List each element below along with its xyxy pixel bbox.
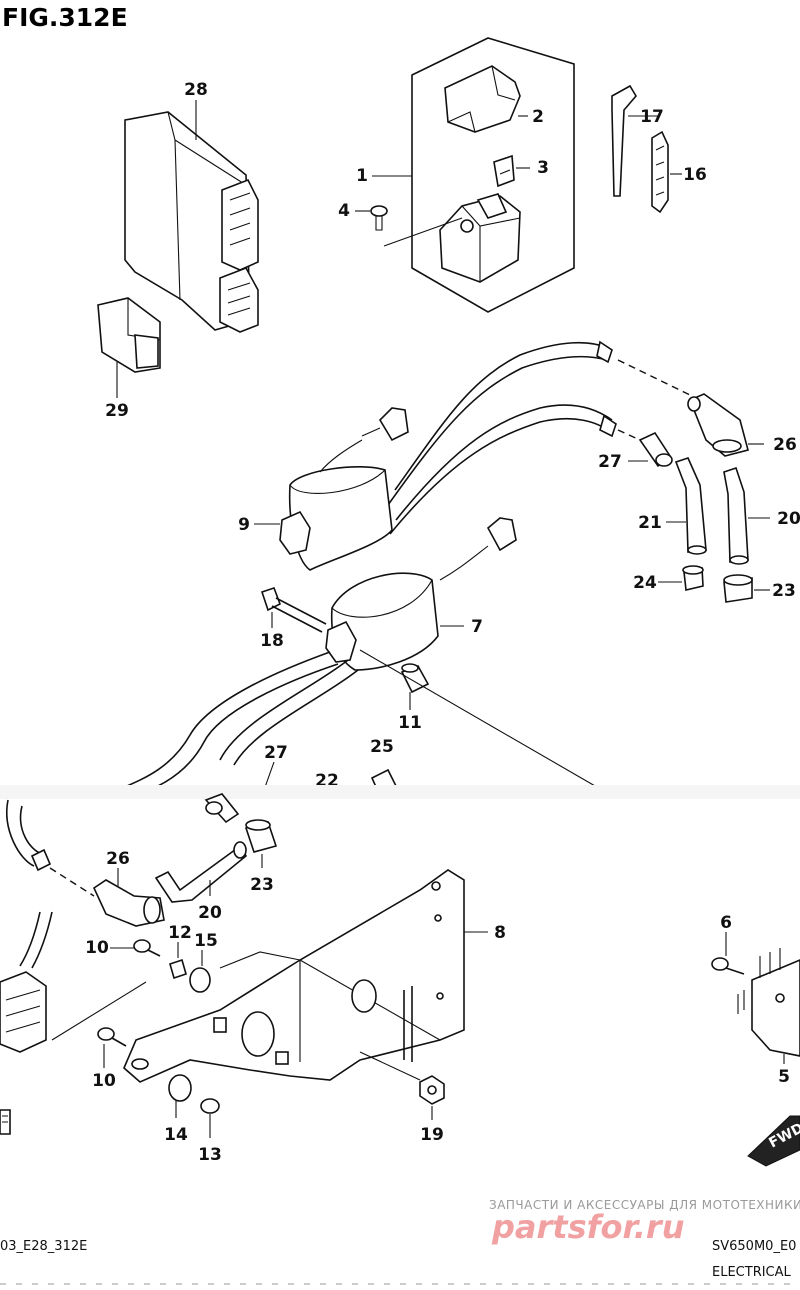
grommet-part-14[interactable] (168, 1074, 192, 1102)
callout-21: 21 (638, 513, 662, 533)
callout-20-upper: 20 (777, 509, 800, 529)
callout-2: 2 (532, 107, 544, 127)
callout-1: 1 (356, 166, 368, 186)
callout-27-lower: 27 (264, 743, 288, 763)
cap-part-23[interactable] (723, 574, 753, 603)
plug-boot-part-20-lower[interactable] (154, 841, 248, 903)
watermark-tagline: ЗАПЧАСТИ И АКСЕССУАРЫ ДЛЯ МОТОТЕХНИКИ (489, 1198, 800, 1212)
callout-25: 25 (370, 737, 394, 757)
callout-19: 19 (420, 1125, 444, 1145)
watermark-brand: partsfor.ru (491, 1208, 684, 1246)
footer-section: ELECTRICAL (712, 1265, 792, 1280)
footer-model-code: SV650M0_E0 (712, 1239, 796, 1254)
callout-23-lower: 23 (250, 875, 274, 895)
plug-cap-part-26[interactable] (687, 393, 749, 457)
dashed-guide-26-upper (617, 359, 691, 396)
seal-part-27[interactable] (638, 431, 673, 468)
reference-line-to-right (359, 649, 603, 791)
fwd-arrow: FWD (747, 1115, 800, 1167)
callout-12: 12 (168, 923, 192, 943)
bracket-guide-line (219, 951, 301, 969)
footer-left-code: 03_E28_312E (0, 1239, 87, 1254)
cable-tie-part-17[interactable] (611, 84, 637, 197)
bracket-part-8[interactable] (123, 869, 465, 1083)
collar-part-11[interactable] (400, 663, 430, 694)
plug-cap-part-26-lower[interactable] (92, 879, 165, 927)
figure-title: FIG.312E (2, 3, 128, 32)
callout-28: 28 (184, 80, 208, 100)
plug-boot-part-21[interactable] (674, 457, 707, 555)
wiring-harness-left[interactable] (0, 911, 53, 1053)
regulator-part-5[interactable] (737, 948, 800, 1057)
bolt-part-10-lower[interactable] (97, 1027, 127, 1047)
ecu-part-28[interactable] (124, 111, 259, 333)
callout-15: 15 (194, 931, 218, 951)
callout-4: 4 (338, 201, 350, 221)
callout-3: 3 (537, 158, 549, 178)
plug-boot-part-20[interactable] (723, 466, 749, 565)
cap-part-23-lower[interactable] (244, 819, 278, 853)
callout-29: 29 (105, 401, 129, 421)
bolt-part-6[interactable] (711, 957, 745, 975)
callout-17: 17 (640, 107, 664, 127)
callout-9: 9 (238, 515, 250, 535)
dashed-guide-26-lower (49, 867, 95, 897)
callout-10-upper: 10 (85, 938, 109, 958)
left-edge-icon (0, 1109, 11, 1135)
scan-band (0, 785, 800, 799)
callout-13: 13 (198, 1145, 222, 1165)
screw-part-4[interactable] (370, 205, 388, 231)
dashed-guide-27-upper (617, 429, 641, 441)
callout-14: 14 (164, 1125, 188, 1145)
fuse-part-3[interactable] (493, 154, 515, 188)
relay-cover-part-2[interactable] (444, 65, 521, 133)
cap-part-22[interactable] (204, 793, 240, 824)
reference-line-harness (51, 981, 147, 1041)
callout-6: 6 (720, 913, 732, 933)
collar-part-13[interactable] (200, 1098, 220, 1114)
cap-part-24[interactable] (682, 565, 704, 591)
callout-8: 8 (494, 923, 506, 943)
callout-20-lower: 20 (198, 903, 222, 923)
callout-16: 16 (683, 165, 707, 185)
callout-5: 5 (778, 1067, 790, 1087)
high-tension-cord-lower (6, 651, 359, 872)
reference-line-19 (359, 1051, 421, 1081)
bolt-part-18[interactable] (260, 586, 327, 633)
clamp-part-16[interactable] (651, 130, 669, 214)
starter-relay-part-1[interactable] (439, 193, 521, 283)
callout-26-upper: 26 (773, 435, 797, 455)
ignition-coil-part-9[interactable] (279, 407, 409, 571)
connector-part-29[interactable] (97, 297, 161, 373)
ignition-coil-part-7[interactable] (325, 517, 517, 671)
bolt-part-10[interactable] (133, 939, 161, 957)
callout-18: 18 (260, 631, 284, 651)
high-tension-cord-upper (387, 340, 617, 535)
callout-10-lower: 10 (92, 1071, 116, 1091)
callout-7: 7 (471, 617, 483, 637)
callout-27-upper: 27 (598, 452, 622, 472)
leader-4-to-relay (383, 217, 463, 247)
callout-11: 11 (398, 713, 422, 733)
grommet-part-15[interactable] (189, 967, 211, 993)
collar-part-12[interactable] (169, 958, 187, 980)
callout-26-lower: 26 (106, 849, 130, 869)
callout-23-upper: 23 (772, 581, 796, 601)
relay-assembly-frame (411, 37, 575, 313)
nut-part-19[interactable] (419, 1075, 445, 1105)
callout-24: 24 (633, 573, 657, 593)
